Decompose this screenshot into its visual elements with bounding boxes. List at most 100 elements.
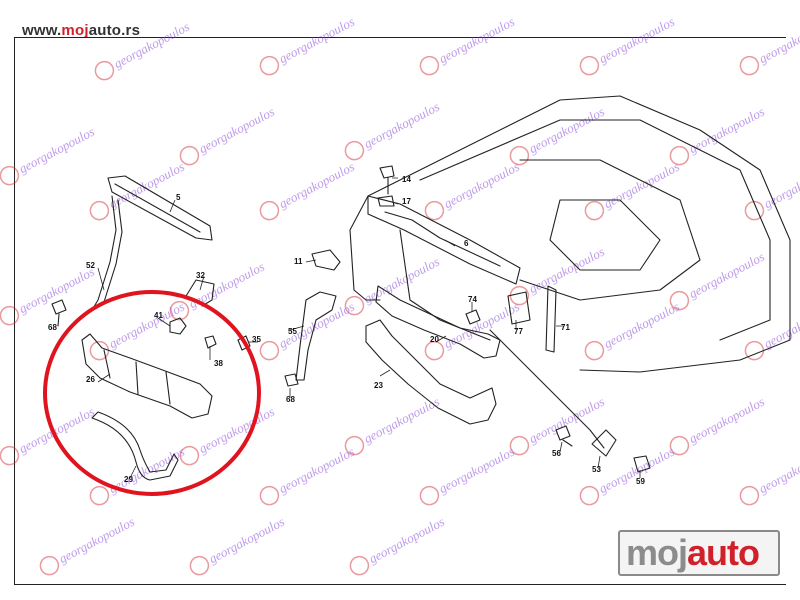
watermark-text: georgakopoulos bbox=[526, 394, 607, 446]
callout-38: 38 bbox=[214, 359, 223, 368]
callout-32: 32 bbox=[196, 271, 205, 280]
callout-74: 74 bbox=[468, 295, 477, 304]
part-engine-component bbox=[549, 199, 661, 271]
watermark-seal-icon bbox=[584, 200, 605, 221]
watermark-seal-icon bbox=[189, 555, 210, 576]
part-radiator-support-edge bbox=[384, 211, 501, 267]
site-url[interactable]: www.mojauto.rs bbox=[22, 22, 140, 39]
watermark-text: georgakopoulos bbox=[436, 444, 517, 496]
watermark-seal-icon bbox=[259, 200, 280, 221]
watermark-seal-icon bbox=[344, 140, 365, 161]
watermark-seal-icon bbox=[259, 55, 280, 76]
part-bumper-bracket-rib-3 bbox=[165, 371, 171, 405]
watermark-seal-icon bbox=[509, 145, 530, 166]
watermark-seal-icon bbox=[744, 200, 765, 221]
watermark-stamp: georgakopoulos bbox=[259, 159, 357, 221]
callout-23: 23 bbox=[374, 381, 383, 390]
watermark-text: georgakopoulos bbox=[526, 104, 607, 156]
watermark-seal-icon bbox=[259, 485, 280, 506]
part-77 bbox=[507, 291, 531, 325]
part-clip bbox=[169, 317, 187, 335]
watermark-stamp: georgakopoulos bbox=[744, 159, 800, 221]
watermark-stamp: georgakopoulos bbox=[344, 394, 442, 456]
watermark-text: georgakopoulos bbox=[361, 254, 442, 306]
watermark-text: georgakopoulos bbox=[756, 444, 800, 496]
watermark-text: georgakopoulos bbox=[276, 159, 357, 211]
watermark-seal-icon bbox=[89, 200, 110, 221]
watermark-text: georgakopoulos bbox=[276, 14, 357, 66]
watermark-text: georgakopoulos bbox=[361, 99, 442, 151]
part-left-pillar bbox=[349, 229, 381, 301]
watermark-seal-icon bbox=[89, 340, 110, 361]
watermark-seal-icon bbox=[509, 435, 530, 456]
watermark-stamp: georgakopoulos bbox=[94, 19, 192, 81]
watermark-stamp: georgakopoulos bbox=[179, 104, 277, 166]
watermark-seal-icon bbox=[169, 300, 190, 321]
watermark-text: georgakopoulos bbox=[16, 124, 97, 176]
url-prefix: www. bbox=[22, 22, 62, 39]
watermark-text: georgakopoulos bbox=[276, 444, 357, 496]
watermark-seal-icon bbox=[344, 295, 365, 316]
watermark-text: georgakopoulos bbox=[16, 404, 97, 456]
part-engine-bay-inner bbox=[419, 119, 771, 341]
watermark-seal-icon bbox=[579, 485, 600, 506]
part-upper-crossmember-edge bbox=[114, 183, 201, 233]
part-bracket-55 bbox=[295, 291, 337, 381]
part-bolt-56 bbox=[555, 425, 573, 447]
callout-17: 17 bbox=[402, 197, 411, 206]
part-side-strut-edge bbox=[103, 199, 123, 303]
watermark-text: georgakopoulos bbox=[601, 299, 682, 351]
watermark-stamp: georgakopoulos bbox=[259, 444, 357, 506]
watermark-stamp: georgakopoulos bbox=[669, 394, 767, 456]
part-bracket-20 bbox=[375, 285, 501, 359]
diagram-frame bbox=[14, 37, 786, 585]
callout-35: 35 bbox=[252, 335, 261, 344]
watermark-seal-icon bbox=[344, 435, 365, 456]
part-bolt-68-center bbox=[284, 373, 299, 387]
callout-29: 29 bbox=[124, 475, 133, 484]
watermark-stamp: georgakopoulos bbox=[669, 249, 767, 311]
brand-logo: mojauto bbox=[618, 530, 780, 576]
watermark-stamp: georgakopoulos bbox=[739, 444, 800, 506]
watermark-stamp: georgakopoulos bbox=[669, 104, 767, 166]
watermark-text: georgakopoulos bbox=[56, 514, 137, 566]
watermark-seal-icon bbox=[744, 340, 765, 361]
watermark-seal-icon bbox=[0, 305, 20, 326]
callout-26: 26 bbox=[86, 375, 95, 384]
watermark-stamp: georgakopoulos bbox=[89, 299, 187, 361]
part-bolt-38 bbox=[204, 335, 217, 349]
url-suffix: .rs bbox=[121, 22, 141, 39]
watermark-stamp: georgakopoulos bbox=[509, 104, 607, 166]
callout-52: 52 bbox=[86, 261, 95, 270]
watermark-text: georgakopoulos bbox=[441, 159, 522, 211]
callout-68: 68 bbox=[286, 395, 295, 404]
part-bolt-68 bbox=[51, 299, 67, 327]
watermark-seal-icon bbox=[0, 445, 20, 466]
watermark-seal-icon bbox=[419, 55, 440, 76]
watermark-seal-icon bbox=[179, 145, 200, 166]
part-washer-17 bbox=[377, 195, 395, 207]
watermark-seal-icon bbox=[424, 340, 445, 361]
logo-accent: auto bbox=[687, 532, 760, 573]
part-cable bbox=[489, 329, 605, 449]
callout-55: 55 bbox=[288, 327, 297, 336]
watermark-stamp: georgakopoulos bbox=[419, 14, 517, 76]
watermark-seal-icon bbox=[89, 485, 110, 506]
watermark-stamp: georgakopoulos bbox=[744, 299, 800, 361]
watermark-text: georgakopoulos bbox=[111, 19, 192, 71]
watermark-stamp: georgakopoulos bbox=[739, 14, 800, 76]
part-53 bbox=[591, 429, 617, 457]
part-bolt-14 bbox=[379, 165, 395, 195]
watermark-text: georgakopoulos bbox=[436, 14, 517, 66]
logo-base: moj bbox=[626, 532, 688, 573]
watermark-stamp: georgakopoulos bbox=[89, 444, 187, 506]
url-brand-accent: moj bbox=[61, 22, 89, 39]
callout-59: 59 bbox=[636, 477, 645, 486]
part-bumper-bracket-rib-2 bbox=[135, 361, 139, 395]
watermark-text: georgakopoulos bbox=[276, 299, 357, 351]
callout-68: 68 bbox=[48, 323, 57, 332]
watermark-stamp: georgakopoulos bbox=[0, 124, 97, 186]
part-rod-71 bbox=[545, 285, 557, 353]
watermark-seal-icon bbox=[179, 445, 200, 466]
